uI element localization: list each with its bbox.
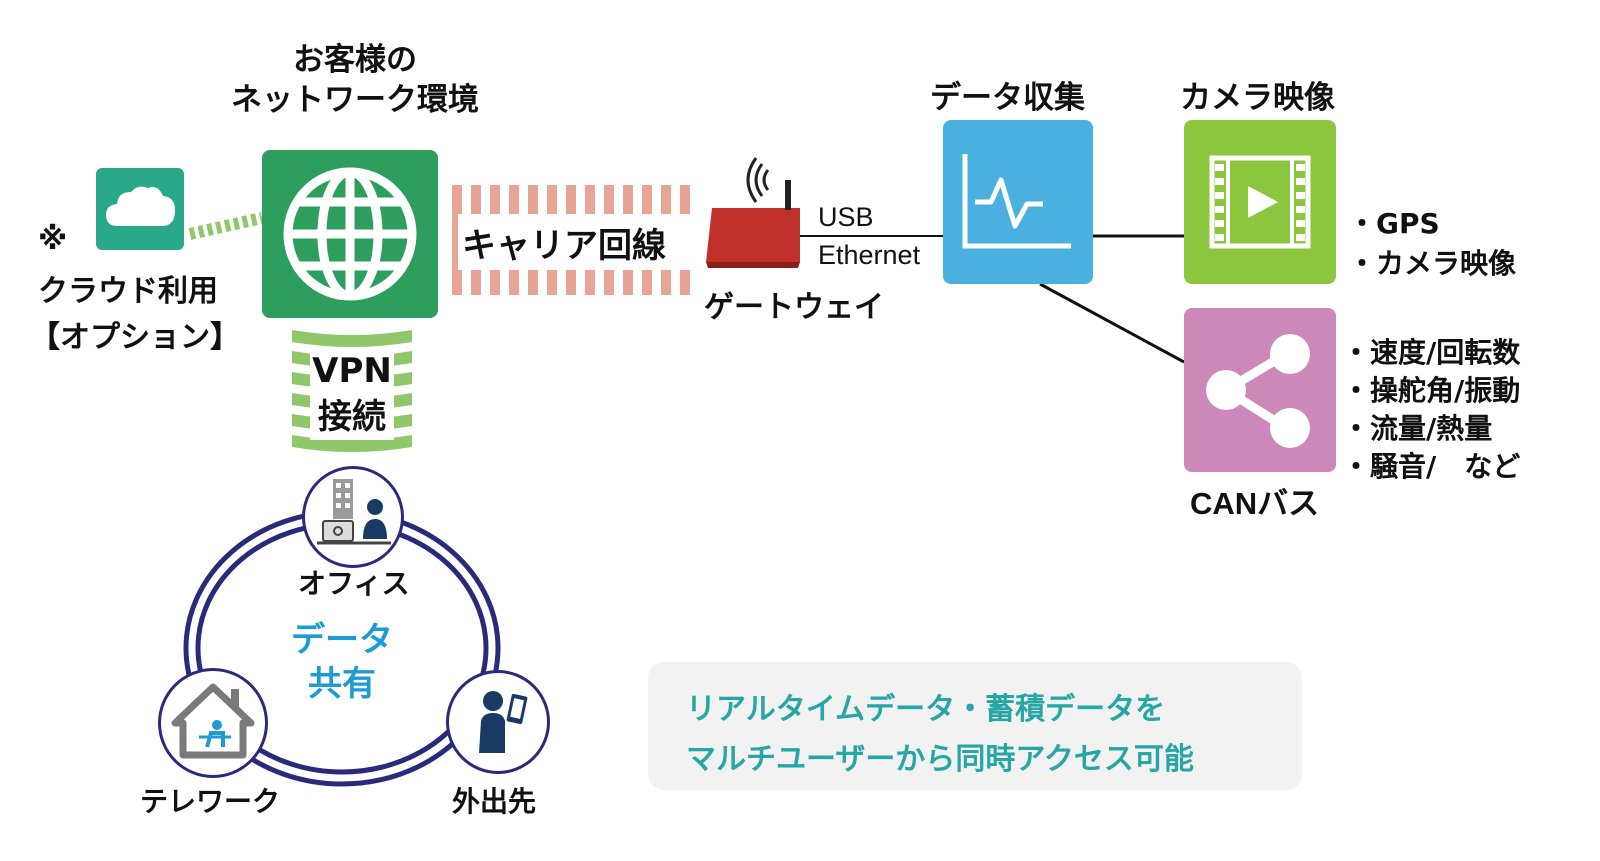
telework-node: [158, 668, 268, 778]
network-box: [262, 150, 438, 318]
camera-bullets: ・GPS ・カメラ映像: [1348, 204, 1516, 284]
network-title-line2: ネットワーク環境: [231, 82, 479, 118]
video-film-icon: [1209, 155, 1311, 249]
data-share-line2: 共有: [308, 664, 376, 704]
cloud-note-mark: ※: [38, 222, 68, 257]
can-bullet-noise: ・騒音/ など: [1342, 450, 1521, 483]
data-share-line1: データ: [291, 620, 393, 660]
share-nodes-icon: [1206, 334, 1310, 448]
outside-label: 外出先: [452, 785, 537, 818]
home-icon: [171, 683, 255, 759]
connection-lines: [800, 234, 1185, 364]
vpn-label: VPN 接続: [300, 348, 404, 440]
camera-bullet-video: ・カメラ映像: [1348, 247, 1517, 280]
camera-box: [1184, 120, 1336, 284]
mobile-user-icon: [479, 691, 528, 753]
office-node: [302, 466, 404, 568]
can-bullet-flow: ・流量/熱量: [1342, 412, 1493, 445]
camera-title: カメラ映像: [1180, 80, 1335, 116]
cloud-icon: [106, 186, 175, 226]
can-bullet-steering: ・操舵角/振動: [1342, 374, 1521, 407]
network-title-line1: お客様の: [293, 42, 417, 78]
telework-label: テレワーク: [140, 785, 281, 818]
cloud-note-line2: 【オプション】: [30, 320, 240, 355]
gateway-label: ゲートウェイ: [704, 290, 884, 325]
data-collection-title: データ収集: [930, 80, 1085, 116]
can-box: [1184, 308, 1336, 472]
can-bullet-speed: ・速度/回転数: [1342, 336, 1521, 369]
carrier-line-label: キャリア回線: [462, 226, 666, 266]
can-bullets: ・速度/回転数 ・操舵角/振動 ・流量/熱量 ・騒音/ など: [1342, 334, 1520, 486]
vpn-label-line1: VPN: [312, 351, 392, 391]
vpn-label-line2: 接続: [318, 397, 386, 437]
data-share-label: データ 共有: [272, 618, 412, 706]
vpn-band: [292, 330, 412, 452]
message-line1: リアルタイムデータ・蓄積データを: [686, 692, 1166, 727]
cloud-note-line1: クラウド利用: [38, 274, 218, 309]
camera-bullet-gps: ・GPS: [1348, 207, 1440, 240]
globe-icon: [283, 167, 417, 301]
network-title: お客様の ネットワーク環境: [230, 40, 480, 120]
ethernet-label: Ethernet: [818, 240, 921, 270]
cloud-box: [96, 168, 184, 250]
gateway-icon: [706, 157, 800, 268]
office-worker-icon: [317, 479, 391, 545]
data-collection-box: [943, 120, 1093, 284]
cloud-dashed-link: [188, 212, 264, 240]
message-box: リアルタイムデータ・蓄積データを マルチユーザーから同時アクセス可能: [648, 662, 1302, 790]
outside-node: [446, 670, 550, 774]
monitor-graph-icon: [962, 154, 1071, 249]
can-title: CANバス: [1190, 486, 1320, 521]
message-line2: マルチユーザーから同時アクセス可能: [686, 742, 1194, 777]
office-label: オフィス: [298, 567, 410, 600]
carrier-line-band: [452, 185, 690, 295]
usb-label: USB: [818, 202, 874, 232]
